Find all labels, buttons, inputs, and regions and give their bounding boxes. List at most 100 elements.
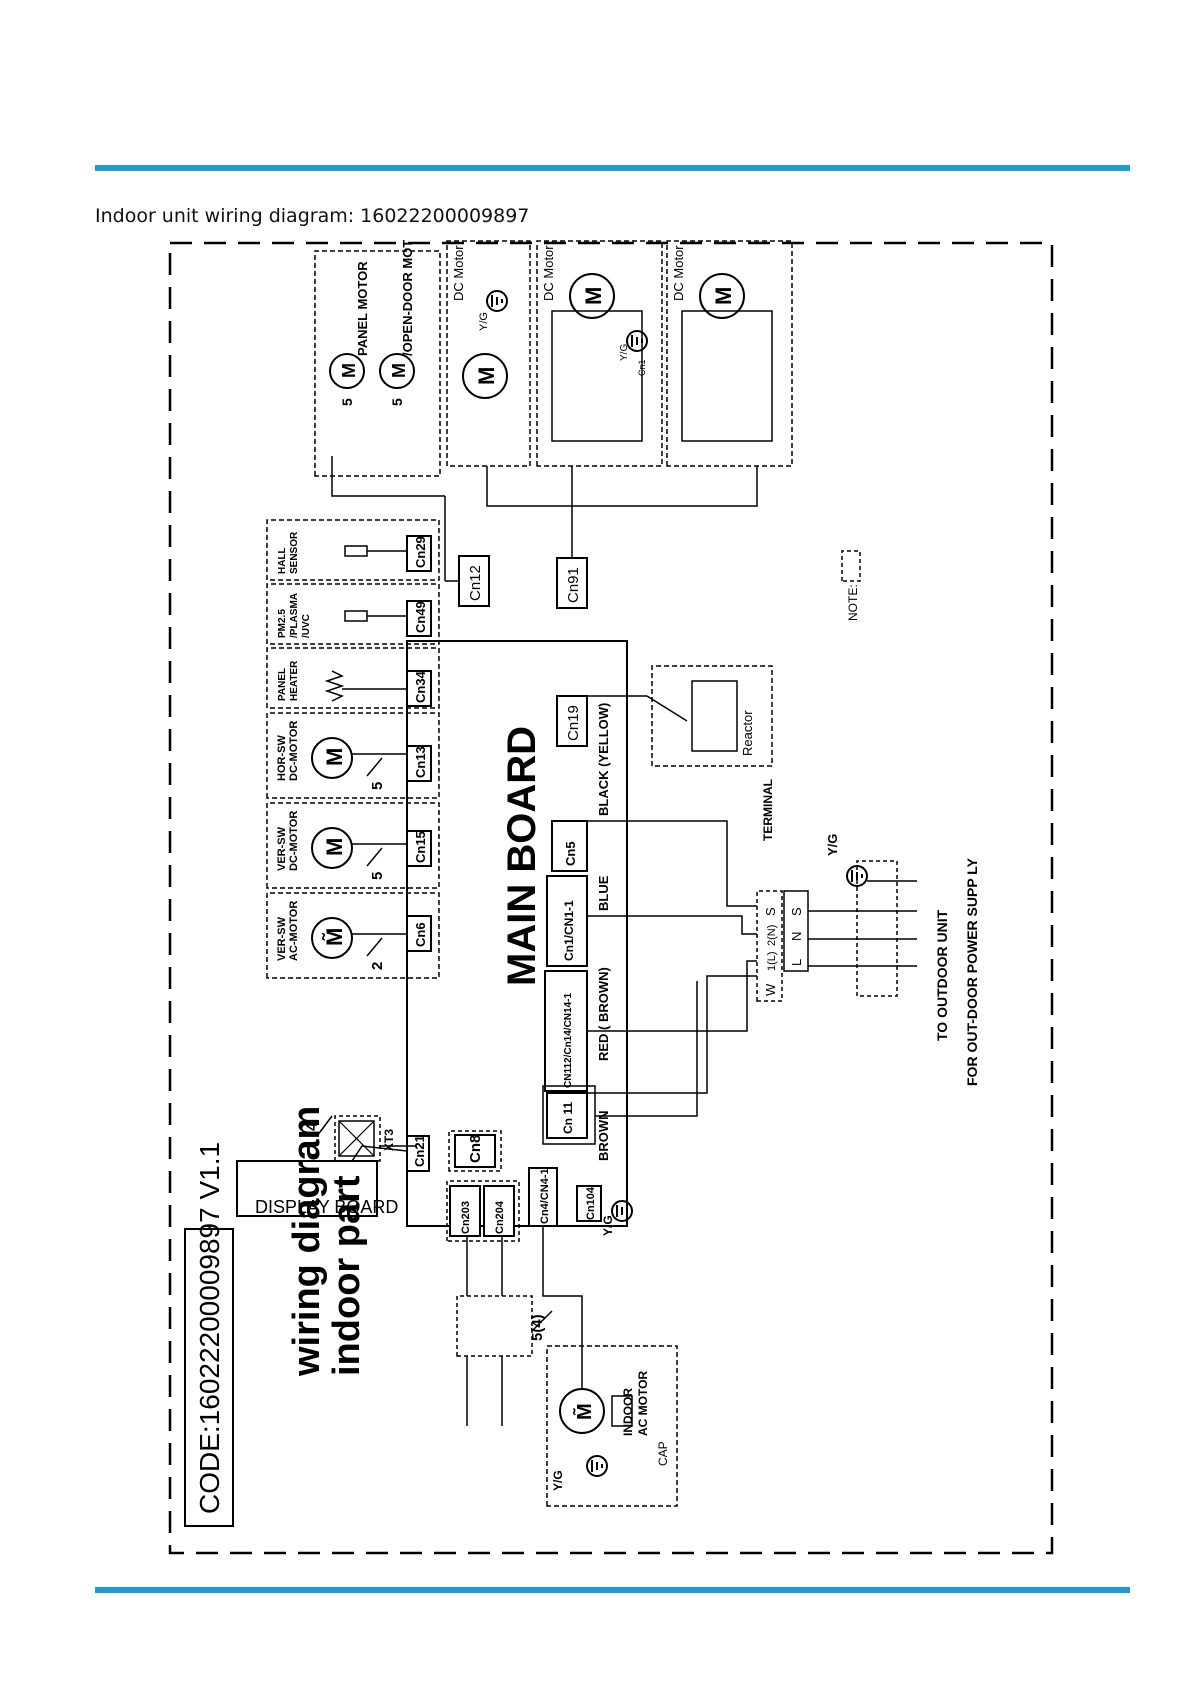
svg-text:5: 5 xyxy=(369,872,386,880)
indoor-ac-motor-box xyxy=(546,1345,678,1507)
cn11-label: Cn 11 xyxy=(561,1102,575,1134)
dc-motor-box-3 xyxy=(666,240,793,467)
cn91-label: Cn91 xyxy=(565,567,582,603)
svg-text:5: 5 xyxy=(369,782,386,790)
wiring-diagram: CODE:16022200009897 V1.1 wiring diagram … xyxy=(168,240,1054,1555)
cn104-label: Cn104 xyxy=(585,1186,597,1220)
svg-text:L: L xyxy=(789,959,804,966)
terminal-block-1 xyxy=(756,890,783,1002)
svg-text:2(N): 2(N) xyxy=(766,925,778,946)
svg-text:M: M xyxy=(711,287,736,305)
svg-text:Y/G: Y/G xyxy=(601,1215,615,1236)
main-board-label: MAIN BOARD xyxy=(500,726,544,986)
svg-text:M: M xyxy=(581,287,606,305)
svg-text:SENSOR: SENSOR xyxy=(289,531,300,574)
cn21-label: Cn21 xyxy=(412,1135,427,1167)
svg-text:INDOOR: INDOOR xyxy=(621,1388,635,1436)
dc-motor-box-2 xyxy=(536,240,663,467)
panel-motor-frame xyxy=(314,250,441,477)
svg-text:M̃: M̃ xyxy=(572,1403,596,1420)
cn5-label: Cn5 xyxy=(563,841,578,866)
cn1-1-label: Cn1/CN1-1 xyxy=(562,900,576,961)
svg-text:M: M xyxy=(474,367,499,385)
svg-text:PM2.5: PM2.5 xyxy=(277,609,288,638)
cn112-label: CN112/Cn14/CN14-1 xyxy=(563,993,574,1088)
svg-text:AC-MOTOR: AC-MOTOR xyxy=(288,901,300,961)
reactor-box xyxy=(651,665,773,767)
note-label: NOTE: xyxy=(846,584,860,621)
svg-text:/PLASMA: /PLASMA xyxy=(289,593,300,638)
cn49-label: Cn49 xyxy=(413,601,428,633)
svg-text:AC MOTOR: AC MOTOR xyxy=(636,1371,650,1436)
cn6-label: Cn6 xyxy=(413,922,428,947)
wire-brown: BROWN xyxy=(596,1110,611,1161)
diagram-frame xyxy=(168,241,1054,1555)
cn4-label: Cn4/CN4-1 xyxy=(539,1168,551,1224)
header-rule xyxy=(95,165,1130,171)
svg-text:S: S xyxy=(789,907,804,916)
cn19-label: Cn19 xyxy=(565,705,582,741)
svg-text:Y/G: Y/G xyxy=(825,834,840,856)
wire-blue: BLUE xyxy=(596,875,611,911)
svg-text:M: M xyxy=(322,838,347,856)
panel-motor-label-1: PANEL MOTOR xyxy=(355,261,370,356)
cn34-label: Cn34 xyxy=(413,670,428,703)
title-line-2: indoor part xyxy=(326,1175,368,1376)
cn13-label: Cn13 xyxy=(413,746,428,778)
svg-text:5: 5 xyxy=(389,398,405,406)
svg-text:CAP: CAP xyxy=(656,1441,670,1466)
svg-text:DC-MOTOR: DC-MOTOR xyxy=(288,811,300,871)
svg-text:Y/G: Y/G xyxy=(478,312,490,331)
svg-text:5: 5 xyxy=(339,398,355,406)
terminal-block-2 xyxy=(783,890,809,972)
svg-text:N: N xyxy=(789,932,804,941)
hor-sw-dc-motor: M 5 HOR-SW DC-MOTOR xyxy=(266,712,440,799)
svg-text:PANEL: PANEL xyxy=(277,668,288,701)
cn203-label: Cn203 xyxy=(460,1201,472,1234)
svg-text:HOR-SW: HOR-SW xyxy=(276,735,288,781)
xt3-label: XT3 xyxy=(382,1129,396,1151)
panel-motor-1 xyxy=(329,353,365,389)
cn29-label: Cn29 xyxy=(413,536,428,568)
wire-red-brown: RED ( BROWN) xyxy=(596,967,611,1061)
svg-text:VER-SW: VER-SW xyxy=(276,916,288,961)
dc-motor-box-1 xyxy=(446,240,531,467)
cn204-label: Cn204 xyxy=(494,1200,506,1234)
svg-text:HALL: HALL xyxy=(277,547,288,574)
terminal-label: TERMINAL xyxy=(761,779,775,841)
svg-text:M: M xyxy=(322,748,347,766)
svg-text:M: M xyxy=(389,363,409,378)
title-line-1: wiring diagram xyxy=(286,1106,328,1377)
cn15-label: Cn15 xyxy=(413,831,428,863)
svg-text:Y/G: Y/G xyxy=(619,344,630,361)
to-outdoor-unit: TO OUTDOOR UNIT xyxy=(934,909,950,1041)
footer-rule xyxy=(95,1587,1130,1593)
display-board-label: DISPLAY BOARD xyxy=(255,1197,398,1217)
code-label: CODE:16022200009897 V1.1 xyxy=(194,1142,225,1514)
svg-text:VER-SW: VER-SW xyxy=(276,826,288,871)
cn12-label: Cn12 xyxy=(467,565,484,601)
svg-text:2: 2 xyxy=(369,962,386,970)
ver-sw-ac-motor: M̃ 2 VER-SW AC-MOTOR xyxy=(266,892,440,979)
dc-motor-label-1: DC Motor xyxy=(451,245,466,301)
reactor-label: Reactor xyxy=(740,710,755,756)
page-caption: Indoor unit wiring diagram: 160222000098… xyxy=(95,205,530,227)
out-door-power-supply: FOR OUT-DOOR POWER SUPP LY xyxy=(964,857,980,1086)
rotated-drawing: CODE:16022200009897 V1.1 wiring diagram … xyxy=(184,240,980,1527)
panel-motor-2 xyxy=(379,353,415,389)
svg-text:DC-MOTOR: DC-MOTOR xyxy=(288,721,300,781)
svg-text:HEATER: HEATER xyxy=(289,660,300,701)
svg-text:S: S xyxy=(763,907,778,916)
panel-motor-label-2: /OPEN-DOOR MOTOR xyxy=(400,240,415,356)
wire-count-4: 4 xyxy=(304,1122,321,1131)
svg-text:/UVC: /UVC xyxy=(301,614,312,638)
svg-text:Cn1: Cn1 xyxy=(637,359,647,376)
panel-heater: PANEL HEATER xyxy=(266,647,440,709)
svg-text:M̃: M̃ xyxy=(322,928,347,946)
svg-text:1(L): 1(L) xyxy=(766,951,778,971)
cn8-label: Cn8 xyxy=(467,1135,484,1163)
svg-text:M: M xyxy=(339,363,359,378)
svg-text:W: W xyxy=(763,983,778,996)
ver-sw-dc-motor: M 5 VER-SW DC-MOTOR xyxy=(266,802,440,889)
dc-motor-label-3: DC Motor xyxy=(671,245,686,301)
